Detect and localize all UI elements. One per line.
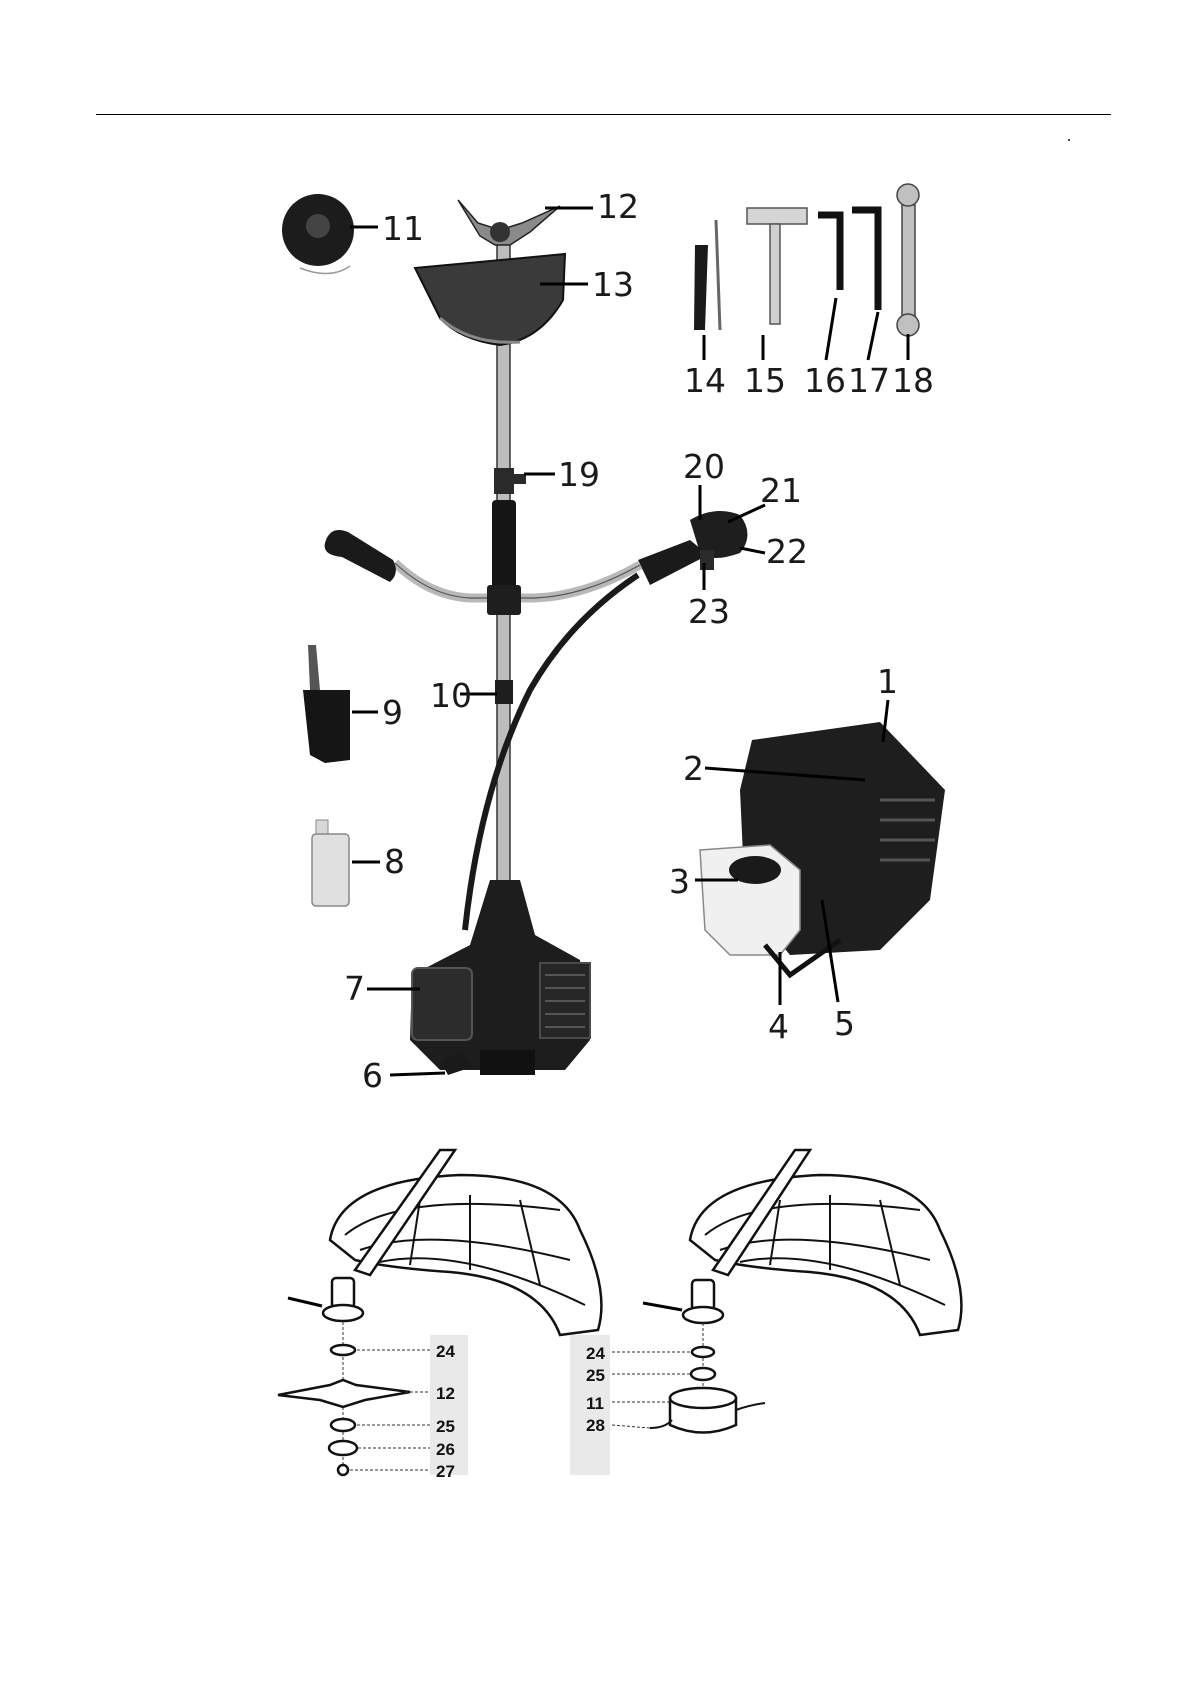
engine-detail-illustration — [700, 722, 945, 975]
head-assy-label-4: 28 — [586, 1416, 605, 1435]
callout-16: 16 — [804, 361, 846, 400]
callout-2: 2 — [683, 749, 704, 788]
callout-15: 15 — [744, 361, 786, 400]
oil-bottle-icon — [312, 820, 349, 906]
callout-numbers: 11 12 13 14 15 16 17 18 19 20 21 22 23 1… — [344, 187, 934, 1095]
callout-5: 5 — [834, 1004, 855, 1043]
callout-21: 21 — [760, 471, 802, 510]
tool-kit-icons — [694, 184, 919, 336]
blade-assy-label-4: 26 — [436, 1440, 455, 1459]
head-assy-label-1: 24 — [586, 1344, 605, 1363]
callout-6: 6 — [362, 1056, 383, 1095]
callout-7: 7 — [344, 969, 365, 1008]
callout-1: 1 — [877, 662, 898, 701]
callout-19: 19 — [558, 455, 600, 494]
callout-22: 22 — [766, 532, 808, 571]
callout-17: 17 — [848, 361, 890, 400]
trimmer-head-assembly-diagram: 24 25 11 28 — [570, 1150, 961, 1475]
callout-20: 20 — [683, 447, 725, 486]
callout-4: 4 — [768, 1007, 789, 1046]
blade-assy-label-1: 24 — [436, 1342, 455, 1361]
callout-11: 11 — [382, 209, 424, 248]
blade-assy-label-3: 25 — [436, 1417, 455, 1436]
callout-23: 23 — [688, 592, 730, 631]
head-assy-label-3: 11 — [586, 1394, 604, 1413]
trimmer-head-icon — [282, 194, 354, 274]
callout-13: 13 — [592, 265, 634, 304]
callout-18: 18 — [892, 361, 934, 400]
harness-strap-icon — [303, 645, 350, 763]
callout-14: 14 — [684, 361, 726, 400]
callout-3: 3 — [669, 862, 690, 901]
blade-assy-label-2: 12 — [436, 1384, 455, 1403]
callout-12: 12 — [597, 187, 639, 226]
blade-assy-label-5: 27 — [436, 1462, 455, 1481]
callout-8: 8 — [384, 842, 405, 881]
brushcutter-illustration — [325, 200, 748, 1075]
callout-9: 9 — [382, 693, 403, 732]
head-assy-label-2: 25 — [586, 1366, 605, 1385]
blade-assembly-diagram: 24 12 25 26 27 — [278, 1150, 601, 1481]
callout-10: 10 — [430, 676, 472, 715]
